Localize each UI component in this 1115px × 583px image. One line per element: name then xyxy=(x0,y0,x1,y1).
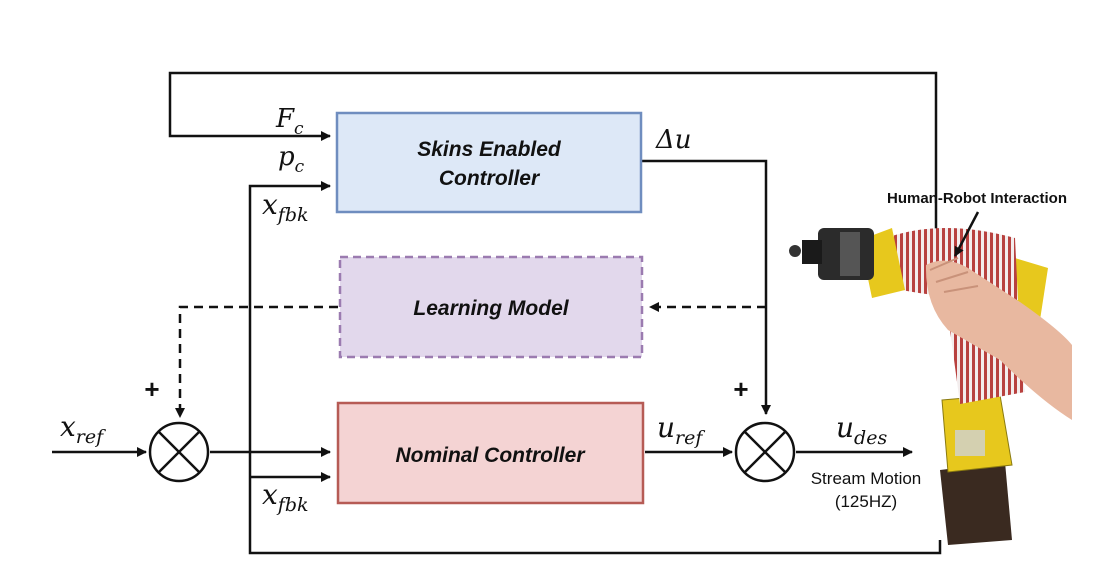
nominal-controller-label: Nominal Controller xyxy=(395,444,586,467)
learning-model-label: Learning Model xyxy=(413,297,569,320)
feedback-label-top: xfbk xyxy=(262,188,309,226)
skins-controller-label-line2: Controller xyxy=(439,167,541,190)
left-sum-sign: + xyxy=(144,374,159,404)
u-ref-label: uref xyxy=(657,411,705,449)
position-label: pc xyxy=(278,142,305,177)
u-des-label: udes xyxy=(836,411,887,449)
delta-u-line xyxy=(642,159,771,415)
delta-u-label: Δu xyxy=(655,125,692,155)
feedback-label-bottom: xfbk xyxy=(262,478,309,516)
learning-output-dashed xyxy=(175,305,338,418)
right-sum-sign: + xyxy=(733,374,748,404)
skins-controller-block xyxy=(335,111,643,214)
interaction-pointer-arrow xyxy=(953,211,980,257)
state-feedback-line xyxy=(248,181,942,555)
force-feedback-line xyxy=(168,71,938,252)
stream-motion-label: Stream Motion xyxy=(811,469,922,488)
human-robot-interaction-caption: Human-Robot Interaction xyxy=(887,190,1067,207)
left-summing-junction xyxy=(148,421,210,483)
stream-motion-rate-label: (125HZ) xyxy=(835,492,897,511)
skins-controller-label-line1: Skins Enabled xyxy=(417,138,562,161)
learning-model-block xyxy=(338,255,644,359)
force-label: Fc xyxy=(275,104,304,139)
reference-label: xref xyxy=(60,410,106,448)
nominal-controller-block xyxy=(336,401,645,505)
robot-arm-illustration xyxy=(789,228,1072,545)
right-summing-junction xyxy=(734,421,796,483)
